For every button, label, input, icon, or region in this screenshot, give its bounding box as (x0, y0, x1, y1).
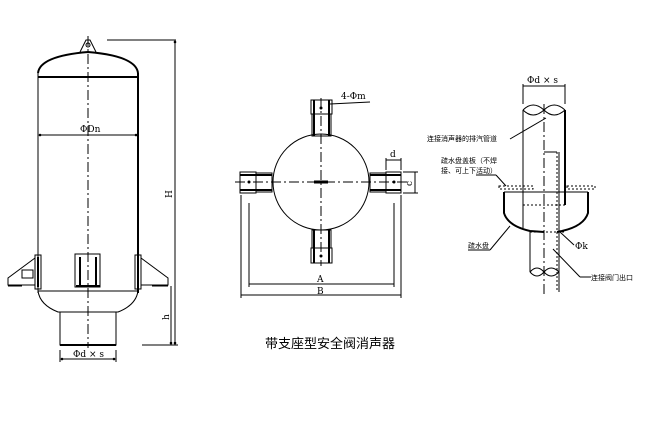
drain-pan-left (503, 192, 545, 233)
drain-hole-label: Φk (575, 242, 588, 252)
detail-view: Φd × s 连接消声器的排汽管道 疏水盘盖板（不焊 接、可上下活动） 疏水盘 (427, 76, 633, 296)
support-top (310, 99, 333, 137)
top-view: 4-Φm d c A B (235, 92, 418, 298)
left-support (7, 254, 42, 290)
drain-cover-note-line1: 疏水盘盖板（不焊 (441, 156, 497, 165)
top-head (37, 50, 139, 74)
holes-label: 4-Φm (341, 92, 366, 102)
pipe-label: Φd × s (527, 76, 558, 86)
support-width-label: d (390, 150, 396, 160)
outer-span-label: B (317, 287, 324, 297)
exhaust-pipe-note: 连接消声器的排汽管道 (427, 134, 497, 143)
bottom-head (37, 290, 139, 313)
lower-pipe-break (529, 267, 560, 277)
drain-pan-note: 疏水盘 (468, 241, 489, 250)
height-label: H (165, 190, 175, 198)
drain-cover-left (498, 185, 534, 190)
valve-outlet-note: 连接阀门出口 (591, 273, 633, 282)
drain-pan-right (556, 192, 589, 233)
support-right (369, 171, 402, 194)
support-depth-label: c (405, 181, 415, 186)
diameter-label: ΦDn (80, 125, 101, 135)
drain-cover-right (566, 185, 596, 190)
right-support (134, 254, 169, 290)
front-view: ΦDn Φd × s (7, 36, 178, 362)
support-bottom (310, 229, 333, 264)
drain-cover-note-line2: 接、可上下活动） (441, 166, 497, 175)
drawing-title: 带支座型安全阀消声器 (265, 336, 395, 352)
outlet-label: Φd × s (73, 350, 104, 360)
support-left (239, 171, 273, 194)
inner-span-label: A (316, 275, 324, 285)
support-height-label: h (162, 314, 172, 320)
